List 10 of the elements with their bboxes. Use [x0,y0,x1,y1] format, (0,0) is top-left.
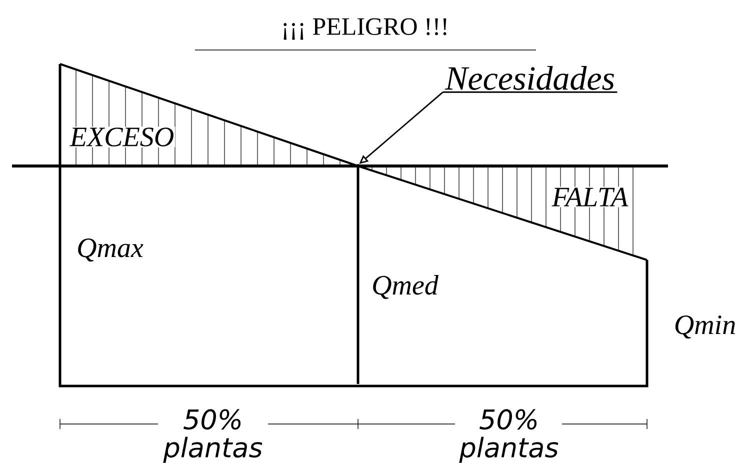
title: ¡¡¡ PELIGRO !!! [284,18,446,40]
quantity-label: Qmax [76,237,144,263]
region-label: EXCESO [68,126,176,148]
quantity-label: Qmin [672,314,738,340]
quantity-label: Qmed [370,274,440,300]
region-label: FALTA [550,186,630,208]
crossing-point [356,164,360,168]
underlined-label: Necesidades [442,66,618,93]
dimension-label: 50% plantas [459,409,558,463]
dimension-label: 50% plantas [163,409,262,463]
